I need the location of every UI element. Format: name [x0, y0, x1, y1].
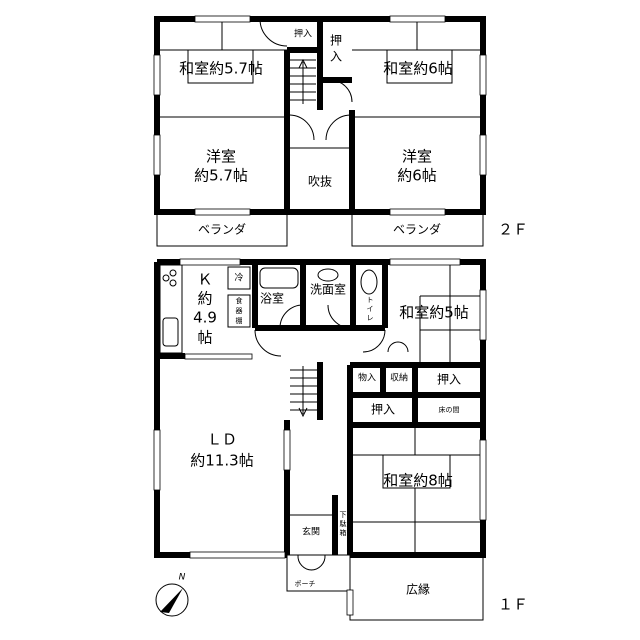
- room-washitsu-8: 和室約8帖: [383, 472, 453, 490]
- closet-shuno: 収納: [390, 372, 408, 384]
- kitchen-label-yaku: 約: [197, 290, 212, 308]
- room-washitsu-5-7: 和室約5.7帖: [179, 60, 263, 78]
- fridge-label: 冷: [234, 272, 243, 284]
- closet-oshiire-b: 押入: [371, 403, 395, 417]
- room-fukinuke: 吹抜: [308, 175, 332, 189]
- 2f-staircase: [290, 58, 316, 104]
- toilet-bowl: [360, 269, 378, 295]
- toilet-label-1: ト: [367, 296, 374, 304]
- 1f-staircase: [290, 366, 318, 418]
- toilet-label-3: レ: [367, 314, 374, 322]
- room-ld-size: 約11.3帖: [190, 452, 253, 470]
- room-washroom: 洗面室: [310, 282, 346, 297]
- room-washitsu-6: 和室約6帖: [383, 60, 453, 78]
- floor-2-label: ２Ｆ: [498, 221, 528, 239]
- getabako-label-2: 駄: [340, 519, 347, 528]
- room-washitsu-5: 和室約5帖: [399, 304, 469, 322]
- north-compass-icon: N: [155, 573, 189, 617]
- toilet-label-2: イ: [367, 305, 374, 313]
- room-bath: 浴室: [260, 291, 284, 306]
- floor-2: 和室約5.7帖 和室約6帖 洋室 約5.7帖 洋室 約6帖 吹抜 押入 押 入 …: [153, 15, 528, 247]
- room-yoshitsu-left-size: 約5.7帖: [194, 167, 248, 185]
- hiroen-area: [349, 554, 484, 621]
- compass-north-label: N: [179, 573, 186, 583]
- floor-1-label: １Ｆ: [498, 596, 528, 614]
- tokonoma: 床の間: [439, 405, 460, 414]
- kitchen-label-jo: 帖: [197, 329, 212, 347]
- closet-right-1: 押: [330, 34, 342, 48]
- kitchen-label-k: Ｋ: [197, 271, 212, 289]
- veranda-left-label: ベランダ: [198, 222, 246, 237]
- room-ld-title: ＬＤ: [207, 431, 237, 449]
- sink: [317, 268, 339, 282]
- closet-oshiire-a: 押入: [437, 373, 461, 387]
- room-yoshitsu-right-size: 約6帖: [397, 167, 437, 185]
- cupboard-label-1: 食: [236, 296, 243, 305]
- closet-small: 押入: [294, 28, 312, 40]
- getabako-label-3: 箱: [340, 528, 347, 537]
- cupboard-label-2: 器: [236, 307, 243, 315]
- closet-right-2: 入: [330, 50, 342, 64]
- floor-1: Ｋ 約 4.9 帖 冷 食 器 棚 浴室 洗面室 ト イ レ 和室約5帖 物入 …: [153, 258, 528, 621]
- fridge-box: [227, 266, 251, 290]
- veranda-right-label: ベランダ: [393, 222, 441, 237]
- room-yoshitsu-right-title: 洋室: [402, 148, 432, 166]
- kitchen-label-size: 4.9: [193, 309, 217, 327]
- room-hiroen: 広縁: [406, 582, 430, 597]
- room-yoshitsu-left-title: 洋室: [206, 148, 236, 166]
- cupboard-label-3: 棚: [236, 316, 243, 325]
- bathtub: [259, 267, 299, 289]
- room-genkan: 玄関: [302, 526, 320, 538]
- getabako-label-1: 下: [340, 511, 347, 519]
- closet-monoire: 物入: [358, 372, 376, 384]
- room-porch: ポーチ: [295, 580, 316, 588]
- cupboard-box: [227, 294, 251, 328]
